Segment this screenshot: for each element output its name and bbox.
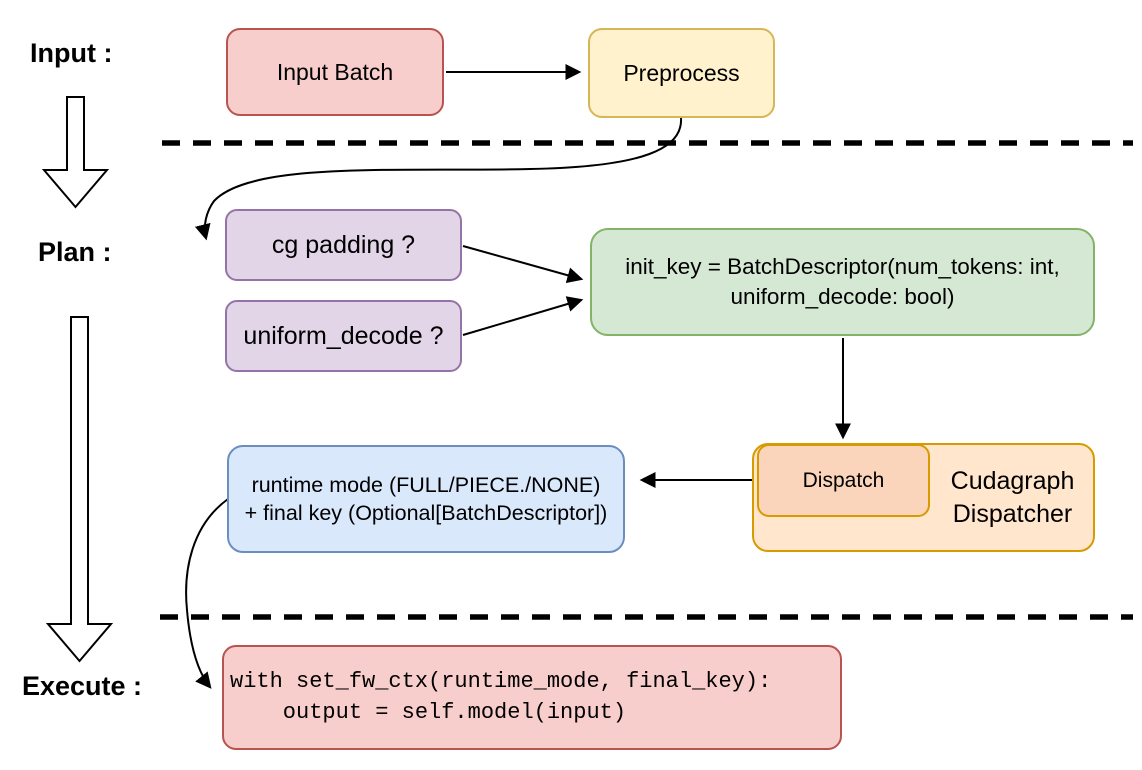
execute-code-line1: with set_fw_ctx(runtime_mode, final_key)… [230, 669, 772, 695]
stage-arrow-input-to-plan [41, 96, 110, 209]
node-cudagraph-dispatcher-label: Cudagraph Dispatcher [930, 443, 1095, 552]
node-input-batch-label: Input Batch [276, 58, 394, 85]
node-init-key: init_key = BatchDescriptor(num_tokens: i… [590, 228, 1095, 336]
stage-label-input: Input : [30, 38, 113, 68]
node-runtime-mode: runtime mode (FULL/PIECE./NONE) + final … [227, 445, 625, 553]
stage-label-execute: Execute : [22, 671, 143, 701]
node-cg-padding: cg padding ? [225, 209, 462, 281]
arrow-uniform-decode-to-init-key [462, 296, 584, 336]
node-init-key-line2: uniform_decode: bool) [730, 284, 955, 309]
node-runtime-mode-line2: + final key (Optional[BatchDescriptor]) [244, 501, 608, 525]
arrow-cg-padding-to-init-key [462, 245, 584, 284]
node-cg-padding-label: cg padding ? [271, 230, 416, 259]
node-dispatch-label: Dispatch [802, 468, 885, 492]
node-runtime-mode-line1: runtime mode (FULL/PIECE./NONE) [251, 472, 601, 497]
stage-arrow-plan-to-execute [45, 316, 114, 663]
execute-code-line2: output = self.model(input) [230, 699, 627, 725]
stage-label-plan: Plan : [38, 237, 112, 267]
node-preprocess-label: Preprocess [623, 59, 740, 86]
node-init-key-line1: init_key = BatchDescriptor(num_tokens: i… [625, 254, 1060, 280]
cudagraph-dispatcher-line1: Cudagraph [950, 467, 1075, 495]
node-uniform-decode: uniform_decode ? [225, 300, 462, 372]
node-dispatch: Dispatch [757, 444, 930, 517]
node-preprocess: Preprocess [588, 28, 775, 118]
node-input-batch: Input Batch [226, 28, 444, 116]
cudagraph-dispatcher-line2: Dispatcher [952, 499, 1073, 528]
node-uniform-decode-label: uniform_decode ? [243, 321, 444, 350]
node-execute-code: with set_fw_ctx(runtime_mode, final_key)… [222, 645, 842, 750]
